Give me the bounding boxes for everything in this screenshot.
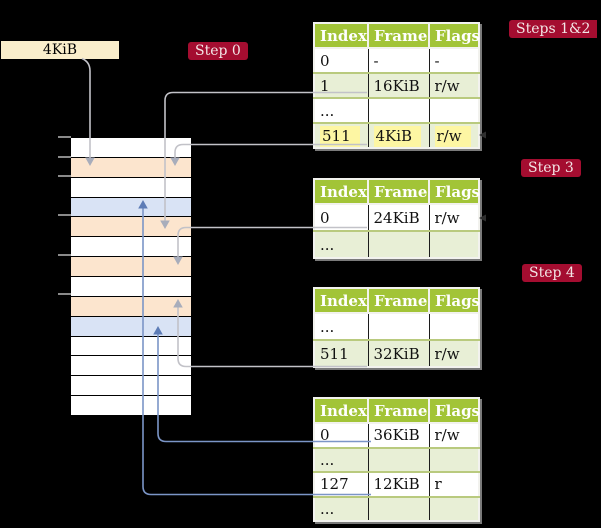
memory-frame-row xyxy=(71,277,191,297)
col-header-index: Index xyxy=(314,179,368,205)
memory-frame-row xyxy=(71,356,191,377)
table-header-row: Index Frame Flags xyxy=(314,179,480,205)
frame-tick xyxy=(58,175,71,177)
cell-frame xyxy=(367,313,429,340)
memory-frame-row xyxy=(71,296,191,317)
memory-frame-row xyxy=(71,396,191,416)
cell-flags: r/w xyxy=(428,423,479,448)
cell-index: 0 xyxy=(314,48,368,73)
col-header-frame: Frame xyxy=(367,179,429,205)
cell-frame xyxy=(367,495,429,521)
memory-frame-row xyxy=(71,376,191,397)
table-row: 511 32KiB r/w xyxy=(314,339,479,367)
table-row: 0 24KiB r/w xyxy=(314,204,479,231)
cell-flags xyxy=(428,446,479,472)
physical-memory-column xyxy=(70,137,192,416)
highlight-mark: r/w xyxy=(434,125,471,147)
page-table-steps-1-2: Index Frame Flags 0 - - 1 16KiB r/w ... … xyxy=(313,22,480,149)
memory-frame-row xyxy=(71,217,191,238)
cell-frame xyxy=(367,97,429,123)
cell-flags xyxy=(428,313,479,340)
table-row: 127 12KiB r xyxy=(314,471,479,497)
col-header-flags: Flags xyxy=(428,288,480,314)
cell-index: 0 xyxy=(314,423,368,448)
cell-frame: 16KiB xyxy=(367,72,429,98)
col-header-frame: Frame xyxy=(367,398,429,424)
cell-frame: 36KiB xyxy=(367,423,429,448)
table-row: ... xyxy=(314,97,479,123)
table-header-row: Index Frame Flags xyxy=(314,398,480,424)
cell-flags xyxy=(428,230,479,258)
table-header-row: Index Frame Flags xyxy=(314,23,480,49)
col-header-index: Index xyxy=(314,288,368,314)
frame-tick xyxy=(58,214,71,216)
cell-index: ... xyxy=(314,446,368,472)
memory-frame-row xyxy=(71,177,191,198)
table-row: ... xyxy=(314,495,479,521)
cell-frame: 32KiB xyxy=(367,339,429,367)
memory-frame-row xyxy=(71,138,191,158)
badge-step-3: Step 3 xyxy=(521,159,581,177)
frame-tick xyxy=(58,156,71,158)
table-row: ... xyxy=(314,446,479,472)
cell-frame xyxy=(367,230,429,258)
row-pointer-icon xyxy=(479,131,486,139)
cell-flags: r/w xyxy=(428,122,479,148)
page-size-label: 4KiB xyxy=(1,41,119,59)
memory-frame-row xyxy=(71,316,191,337)
cell-flags: - xyxy=(428,48,479,73)
col-header-index: Index xyxy=(314,23,368,49)
badge-step-0: Step 0 xyxy=(188,42,248,60)
frame-tick xyxy=(58,293,71,295)
memory-frame-row xyxy=(71,336,191,357)
col-header-frame: Frame xyxy=(367,23,429,49)
highlight-mark: 511 xyxy=(320,125,360,147)
col-header-flags: Flags xyxy=(428,398,480,424)
cell-index: ... xyxy=(314,97,368,123)
memory-frame-row xyxy=(71,257,191,278)
col-header-flags: Flags xyxy=(428,179,480,205)
table-row: 1 16KiB r/w xyxy=(314,72,479,98)
table-row: 0 36KiB r/w xyxy=(314,423,479,448)
cell-frame xyxy=(367,446,429,472)
col-header-index: Index xyxy=(314,398,368,424)
cell-index: ... xyxy=(314,313,368,340)
cell-frame: - xyxy=(367,48,429,73)
table-row: ... xyxy=(314,230,479,258)
cell-flags: r/w xyxy=(428,204,479,231)
cell-frame: 4KiB xyxy=(367,122,429,148)
table-header-row: Index Frame Flags xyxy=(314,288,480,314)
cell-flags xyxy=(428,495,479,521)
page-table-step-3: Index Frame Flags 0 24KiB r/w ... xyxy=(313,178,480,259)
cell-frame: 12KiB xyxy=(367,471,429,497)
row-pointer-icon xyxy=(479,214,486,222)
cell-flags: r/w xyxy=(428,339,479,367)
page-table-step-4a: Index Frame Flags ... 511 32KiB r/w xyxy=(313,287,480,368)
memory-frame-row xyxy=(71,157,191,178)
cell-index: 0 xyxy=(314,204,368,231)
cell-index: ... xyxy=(314,495,368,521)
cell-flags: r/w xyxy=(428,72,479,98)
col-header-frame: Frame xyxy=(367,288,429,314)
frame-tick xyxy=(58,254,71,256)
highlight-mark: 4KiB xyxy=(373,125,422,147)
cell-index: 1 xyxy=(314,72,368,98)
memory-frame-row xyxy=(71,197,191,218)
cell-flags: r xyxy=(428,471,479,497)
badge-steps-1-2: Steps 1&2 xyxy=(509,20,598,38)
table-row: ... xyxy=(314,313,479,340)
table-row: 0 - - xyxy=(314,48,479,73)
cell-index: 511 xyxy=(314,122,368,148)
cell-index: 511 xyxy=(314,339,368,367)
cell-frame: 24KiB xyxy=(367,204,429,231)
cell-index: 127 xyxy=(314,471,368,497)
frame-tick xyxy=(58,136,71,138)
col-header-flags: Flags xyxy=(428,23,480,49)
table-row-highlighted: 511 4KiB r/w xyxy=(314,122,479,148)
cell-flags xyxy=(428,97,479,123)
cell-index: ... xyxy=(314,230,368,258)
memory-frame-row xyxy=(71,237,191,258)
page-table-step-4b: Index Frame Flags 0 36KiB r/w ... 127 12… xyxy=(313,397,480,522)
badge-step-4: Step 4 xyxy=(522,264,582,282)
